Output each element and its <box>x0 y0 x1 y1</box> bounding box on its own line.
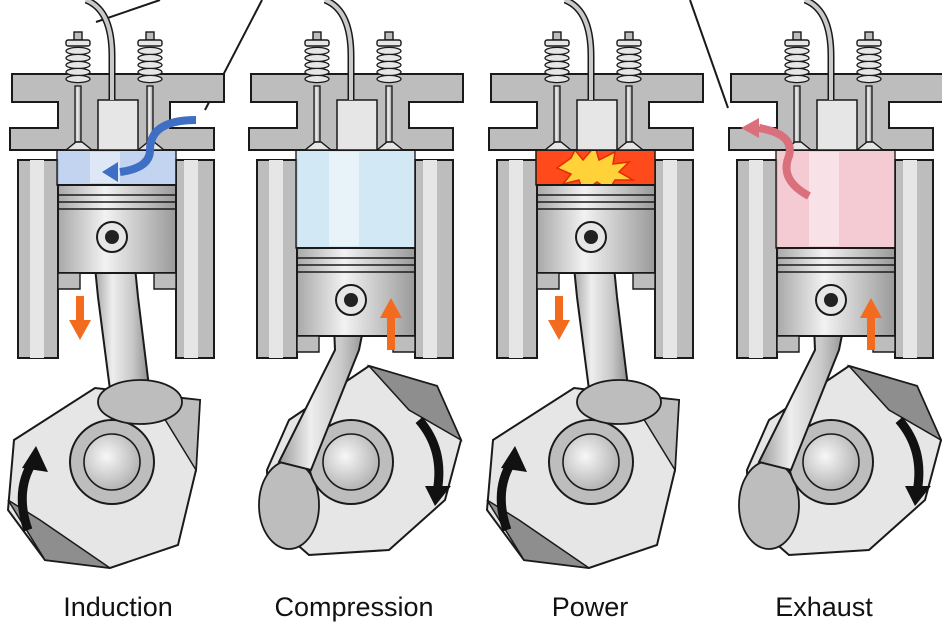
gudgeon-pin-hole <box>105 230 119 244</box>
gudgeon-pin-hole <box>824 293 838 307</box>
piston-motion-arrowhead <box>69 320 91 340</box>
rotation-arrowhead <box>905 486 931 506</box>
caption-compression: Compression <box>274 592 434 622</box>
spark-plug-well <box>816 99 858 151</box>
exhaust-valve-spring <box>137 31 163 143</box>
rotation-arrowhead <box>501 446 527 472</box>
intake-flow-arrowhead <box>102 162 118 182</box>
rod-big-end <box>576 379 662 425</box>
intake-valve-spring <box>544 31 570 143</box>
piston-skirt <box>872 335 896 353</box>
counterweight-shade <box>486 499 590 569</box>
piston <box>776 247 896 353</box>
counterweight-shade <box>7 499 111 569</box>
cylinder-head <box>9 73 225 151</box>
gudgeon-pin-hole <box>344 293 358 307</box>
piston-skirt <box>296 335 320 353</box>
cylinder-head <box>248 73 464 151</box>
panel-exhaust <box>728 0 942 557</box>
panel-induction <box>6 0 225 570</box>
piston-motion-arrow <box>555 296 563 322</box>
exhaust-flow-arrowhead <box>741 118 759 138</box>
journal-hub <box>322 433 380 491</box>
rod-big-end <box>97 379 183 425</box>
cylinder-head <box>488 73 704 151</box>
rotation-arrow <box>415 417 444 493</box>
intake-flow-arrow <box>119 116 197 176</box>
exhaust-valve-head <box>855 141 885 151</box>
spark-plug-well <box>576 99 618 151</box>
piston-skirt <box>57 272 81 290</box>
connecting-rod <box>90 236 183 425</box>
piston-motion-arrow <box>76 296 84 322</box>
connecting-rod <box>569 236 662 425</box>
counterweight-shade <box>366 364 463 442</box>
exhaust-valve-spring <box>616 31 642 143</box>
piston <box>296 247 416 353</box>
rotation-arrowhead <box>22 446 48 472</box>
ignition-spark <box>555 144 636 194</box>
piston <box>57 184 177 290</box>
piston-motion-arrow <box>867 316 875 350</box>
caption-power: Power <box>551 592 629 622</box>
piston-skirt <box>632 272 656 290</box>
journal-hub <box>802 433 860 491</box>
exhaust-valve-head <box>375 141 405 151</box>
spark-plug-well <box>97 99 139 151</box>
piston-skirt <box>153 272 177 290</box>
exhaust-valve-spring <box>856 31 882 143</box>
exhaust-valve-spring <box>376 31 402 143</box>
rotation-arrow <box>895 417 924 493</box>
intake-valve-head <box>64 141 94 151</box>
intake-valve-spring <box>304 31 330 143</box>
cylinder-charge <box>775 149 896 249</box>
piston-skirt <box>536 272 560 290</box>
spark-plug-well <box>336 99 378 151</box>
intake-valve-head <box>543 141 573 151</box>
journal-hub <box>562 433 620 491</box>
piston-motion-arrowhead <box>548 320 570 340</box>
journal-hub <box>83 433 141 491</box>
exhaust-flow-arrow <box>758 124 811 200</box>
intake-valve-head <box>303 141 333 151</box>
panel-compression <box>248 0 464 557</box>
cylinder-head <box>728 73 942 151</box>
rotation-arrowhead <box>425 486 451 506</box>
lead-wire <box>689 0 729 109</box>
piston <box>536 184 656 290</box>
caption-induction: Induction <box>63 592 173 622</box>
piston-motion-arrowhead <box>380 298 402 318</box>
crankshaft <box>6 386 202 570</box>
panel-power <box>485 0 704 570</box>
piston-skirt <box>392 335 416 353</box>
intake-valve-spring <box>784 31 810 143</box>
piston-motion-arrowhead <box>860 298 882 318</box>
caption-exhaust: Exhaust <box>775 592 873 622</box>
piston-skirt <box>776 335 800 353</box>
piston-motion-arrow <box>387 316 395 350</box>
counterweight-shade <box>846 364 942 442</box>
gudgeon-pin-hole <box>584 230 598 244</box>
exhaust-valve-head <box>615 141 645 151</box>
